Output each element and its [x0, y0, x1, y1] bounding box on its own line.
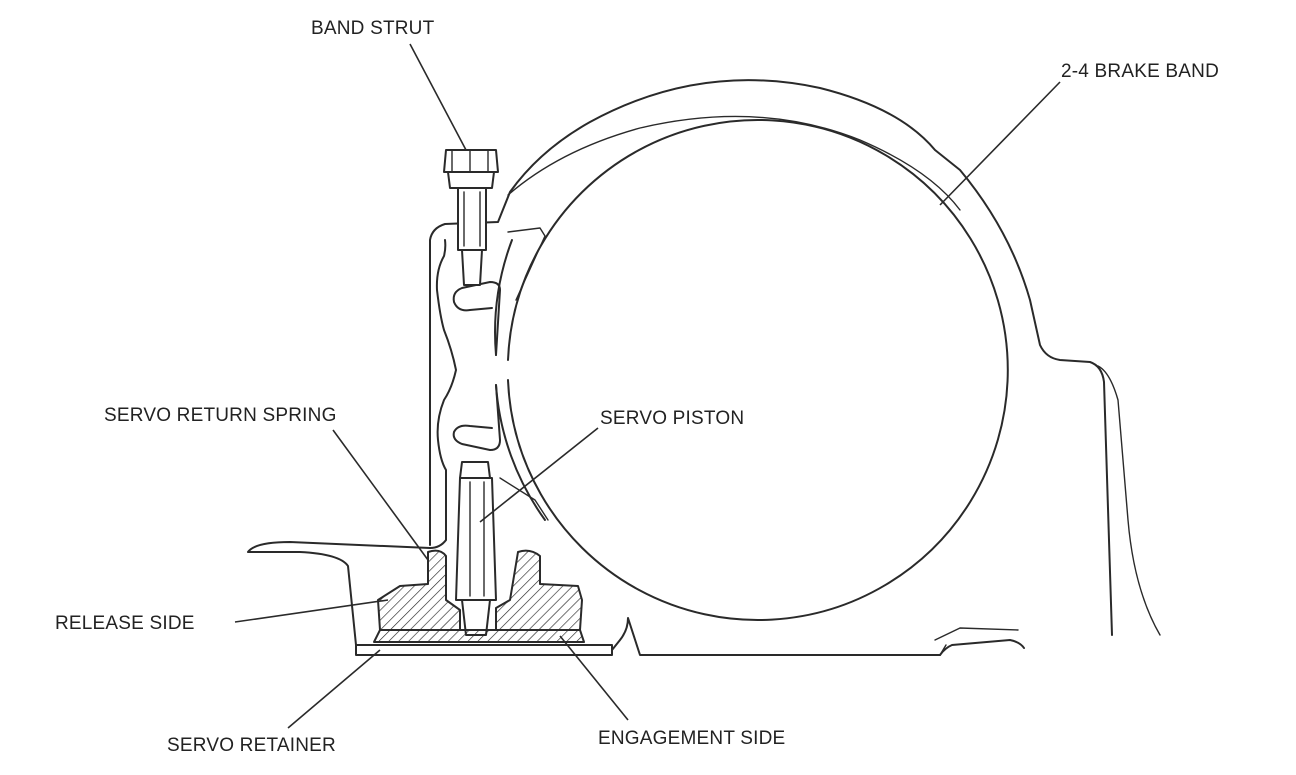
leader-band-strut — [409, 43, 467, 151]
leader-engagement-side — [559, 635, 629, 721]
servo-piston — [373, 549, 585, 643]
label-engagement-side: ENGAGEMENT SIDE — [598, 728, 785, 749]
leader-lines — [234, 43, 1061, 729]
leader-servo-retainer — [287, 649, 381, 729]
leader-release-side — [234, 599, 389, 623]
brake-band — [452, 115, 1009, 621]
label-servo-piston: SERVO PISTON — [600, 408, 744, 429]
transmission-case — [247, 79, 1161, 656]
label-servo-retainer: SERVO RETAINER — [167, 735, 336, 756]
label-band-strut: BAND STRUT — [311, 18, 435, 39]
label-brake-band: 2-4 BRAKE BAND — [1061, 61, 1219, 82]
leader-servo-return-spring — [332, 429, 429, 561]
label-release-side: RELEASE SIDE — [55, 613, 195, 634]
leader-brake-band — [939, 81, 1061, 206]
label-servo-return-spring: SERVO RETURN SPRING — [104, 405, 337, 426]
servo-piston-rod — [455, 461, 497, 636]
leader-servo-piston — [479, 427, 599, 523]
band-strut — [443, 149, 499, 286]
labels: BAND STRUT 2-4 BRAKE BAND SERVO RETURN S… — [55, 18, 1219, 756]
